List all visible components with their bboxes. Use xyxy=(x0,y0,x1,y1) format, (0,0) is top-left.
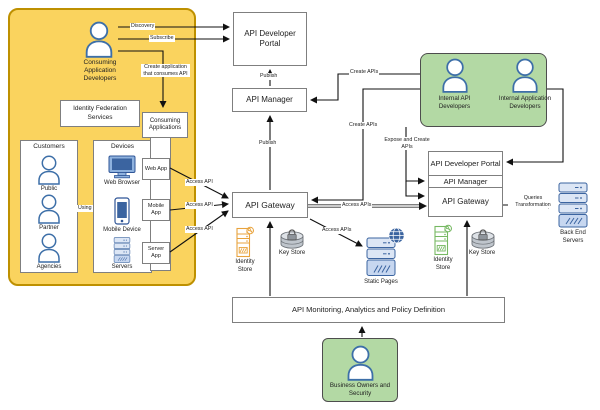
consuming-developer-person-icon xyxy=(84,21,114,58)
customers-title: Customers xyxy=(33,143,65,150)
web-browser-label: Web Browser xyxy=(104,180,140,186)
create-application-label: Create application that consumes API xyxy=(141,64,190,78)
identity-federation-label: Identity Federation Services xyxy=(73,105,127,121)
identity-store-icon xyxy=(236,226,254,258)
servers-label: Servers xyxy=(111,264,133,270)
mobile-device-label: Mobile Device xyxy=(103,227,141,233)
web-app-label: Web App xyxy=(144,165,168,172)
wire-expose-gateway xyxy=(405,181,425,200)
api-manager-box: API Manager xyxy=(232,88,307,112)
identity-federation-box: Identity Federation Services xyxy=(60,100,140,127)
expose-create-apis-label: Expose and Create APIs xyxy=(382,137,432,151)
create-apis-label-2: Create APIs xyxy=(348,122,379,129)
api-monitoring-box: API Monitoring, Analytics and Policy Def… xyxy=(232,297,505,323)
consuming-developers-label: Consuming Application Developers xyxy=(83,59,117,83)
identity-store-label: Identity Store xyxy=(235,259,255,273)
web-browser-icon xyxy=(108,155,136,179)
access-apis-label-h: Access APIs xyxy=(341,202,373,209)
key-store-label: Key Store xyxy=(278,250,306,256)
key-store-icon xyxy=(279,226,305,250)
discovery-label: Discovery xyxy=(130,23,156,30)
api-manager-label: API Manager xyxy=(246,95,293,104)
subscribe-label: Subscribe xyxy=(149,35,175,42)
publish-label-mid: Publish xyxy=(258,140,278,147)
public-person-icon xyxy=(37,155,61,185)
wire-expose-manager xyxy=(405,127,425,185)
web-app-box: Web App xyxy=(142,158,170,180)
create-apis-label-1: Create APIs xyxy=(349,69,380,76)
wire-create-apis-manager xyxy=(310,73,420,104)
partner-label: Partner xyxy=(39,225,59,231)
internal-identity-store-label: Identity Store xyxy=(433,257,453,271)
access-api-label-1: Access API xyxy=(185,179,214,186)
api-developer-portal-box: API Developer Portal xyxy=(233,12,307,66)
api-monitoring-label: API Monitoring, Analytics and Policy Def… xyxy=(292,305,445,315)
agencies-person-icon xyxy=(37,233,61,263)
devices-title: Devices xyxy=(110,143,135,150)
mobile-app-label: Mobile App xyxy=(147,203,165,216)
publish-label-top: Publish xyxy=(259,73,279,80)
access-api-label-3: Access API xyxy=(185,226,214,233)
queries-transformation-label: Queries Transformation xyxy=(508,195,558,209)
internal-api-gateway-label: API Gateway xyxy=(442,197,489,206)
internal-app-developers-label: Internal Application Developers xyxy=(498,95,552,110)
internal-api-dev-person-icon xyxy=(441,58,469,93)
access-api-label-2: Access API xyxy=(185,202,214,209)
business-owners-label: Business Owners and Security xyxy=(329,382,391,397)
internal-app-dev-person-icon xyxy=(511,58,539,93)
backend-servers-label: Back End Servers xyxy=(560,230,586,244)
internal-api-developers-label: Internal API Developers xyxy=(438,95,471,110)
consuming-apps-title: Consuming Applications xyxy=(148,117,182,132)
agencies-label: Agencies xyxy=(36,264,62,270)
internal-developer-portal-label: API Developer Portal xyxy=(430,158,501,168)
api-gateway-label: API Gateway xyxy=(245,199,295,210)
internal-key-store-label: Key Store xyxy=(468,250,496,256)
internal-key-store-icon xyxy=(470,226,496,250)
using-label: Using xyxy=(77,205,93,212)
static-pages-globe-icon xyxy=(388,227,405,244)
backend-servers-icon xyxy=(558,182,588,228)
partner-person-icon xyxy=(37,194,61,224)
server-app-label: Server App xyxy=(147,246,165,259)
mobile-app-box: Mobile App xyxy=(142,199,170,221)
internal-api-manager-label: API Manager xyxy=(443,176,488,186)
mobile-device-icon xyxy=(114,197,130,225)
static-pages-label: Static Pages xyxy=(364,279,398,285)
business-owners-person-icon xyxy=(346,345,375,381)
server-app-box: Server App xyxy=(142,242,170,264)
api-developer-portal-label: API Developer Portal xyxy=(244,29,296,48)
internal-identity-store-icon xyxy=(434,224,452,256)
internal-api-gateway-box: API Gateway xyxy=(428,187,503,217)
public-label: Public xyxy=(40,186,58,192)
consuming-apps-box: Consuming Applications xyxy=(142,112,188,138)
internal-developer-portal-box: API Developer Portal xyxy=(428,151,503,176)
access-apis-label-diag: Access APIs xyxy=(321,227,353,234)
api-gateway-box: API Gateway xyxy=(232,192,308,218)
servers-icon xyxy=(113,237,131,263)
